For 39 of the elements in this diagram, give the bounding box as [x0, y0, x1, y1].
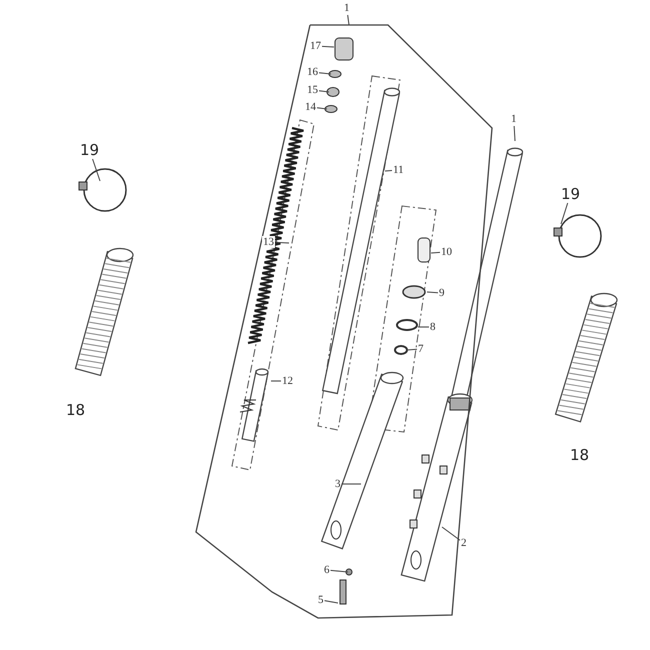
leader-line: [406, 348, 418, 350]
leader-line: [426, 292, 438, 294]
callout-number: 16: [307, 66, 318, 78]
leader-line: [316, 107, 328, 110]
callout-number: 8: [430, 321, 436, 333]
callout-number: 19: [80, 142, 100, 158]
leader-line: [318, 90, 330, 92]
leader-line: [270, 380, 282, 382]
callout-number: 3: [335, 478, 340, 490]
leader-line: [330, 570, 348, 572]
leader-line: [322, 46, 334, 48]
leader-line: [430, 252, 440, 254]
callout-number: 18: [66, 402, 86, 418]
leader-line: [560, 202, 568, 224]
callout-number: 10: [441, 246, 452, 258]
leader-line: [442, 526, 460, 541]
callout-number: 14: [305, 101, 316, 113]
callout-number: 18: [570, 447, 590, 463]
callout-number: 6: [324, 564, 330, 576]
leader-line: [324, 600, 338, 604]
leader-line: [318, 72, 332, 74]
callout-number: 2: [461, 537, 466, 549]
callout-number: 17: [310, 40, 321, 52]
leader-line: [92, 158, 100, 182]
callout-number: 13: [262, 236, 275, 248]
callout-number: 1: [511, 113, 516, 125]
callout-number: 1: [344, 2, 350, 14]
leader-line: [347, 14, 350, 26]
callout-number: 15: [307, 84, 318, 96]
leader-line: [418, 326, 430, 328]
leader-line: [276, 242, 290, 244]
callout-number: 9: [439, 287, 444, 299]
leader-line: [384, 170, 392, 172]
callout-number: 11: [393, 164, 404, 176]
leader-line: [514, 126, 516, 142]
callout-number: 5: [318, 594, 324, 606]
callout-number: 12: [282, 375, 293, 387]
callout-number: 19: [561, 186, 580, 202]
callout-number: 7: [418, 343, 424, 355]
